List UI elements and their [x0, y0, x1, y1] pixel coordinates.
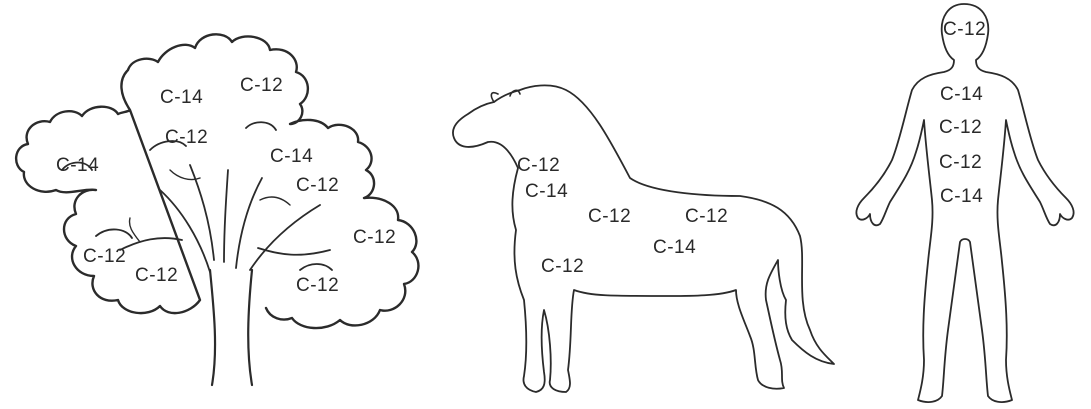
tree-label-7: C-12 — [353, 228, 396, 247]
tree-label-9: C-12 — [135, 266, 178, 285]
human-label-4: C-12 — [939, 153, 982, 172]
tree-label-2: C-12 — [240, 76, 283, 95]
tree-label-1: C-14 — [160, 88, 203, 107]
horse-panel: C-12 C-14 C-12 C-12 C-14 C-12 — [440, 0, 840, 409]
horse-label-4: C-12 — [685, 207, 728, 226]
horse-label-6: C-12 — [541, 257, 584, 276]
tree-label-4: C-14 — [56, 156, 99, 175]
horse-label-2: C-14 — [525, 182, 568, 201]
human-panel: C-12 C-14 C-12 C-12 C-14 — [840, 0, 1091, 409]
tree-label-8: C-12 — [83, 247, 126, 266]
tree-label-3: C-12 — [165, 128, 208, 147]
tree-icon — [0, 0, 440, 409]
tree-label-6: C-12 — [296, 176, 339, 195]
tree-label-10: C-12 — [296, 276, 339, 295]
human-label-5: C-14 — [940, 187, 983, 206]
horse-icon — [440, 0, 840, 409]
horse-label-3: C-12 — [588, 207, 631, 226]
horse-label-1: C-12 — [517, 156, 560, 175]
human-label-2: C-14 — [940, 85, 983, 104]
horse-label-5: C-14 — [653, 238, 696, 257]
human-label-1: C-12 — [943, 20, 986, 39]
human-label-3: C-12 — [939, 118, 982, 137]
tree-panel: C-14 C-12 C-12 C-14 C-14 C-12 C-12 C-12 … — [0, 0, 440, 409]
tree-label-5: C-14 — [270, 147, 313, 166]
